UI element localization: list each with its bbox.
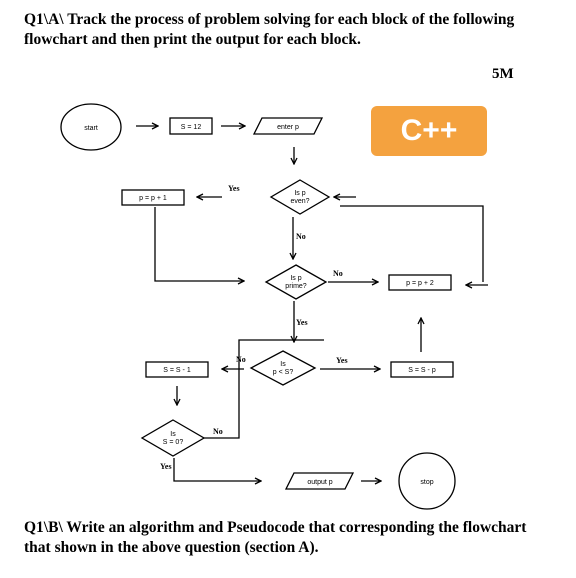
enter-p-io <box>252 117 324 135</box>
output-p-io <box>284 472 355 490</box>
p-plus-2-label: p = p + 2 <box>406 280 434 287</box>
p-even-label-1: Is p <box>294 190 305 197</box>
output-p-label: output p <box>307 479 332 486</box>
marks-label: 5M <box>492 66 514 82</box>
p-prime-label-2: prime? <box>285 283 307 290</box>
question-a-text: Q1\A\ Track the process of problem solvi… <box>24 11 515 48</box>
even-yes-label: Yes <box>228 184 240 193</box>
lts-yes-label: Yes <box>336 356 348 365</box>
s-minus-p-label: S = S - p <box>408 367 436 374</box>
arrow-p1-to-prime <box>154 207 244 281</box>
stop-terminal <box>398 452 456 510</box>
zero-no-label: No <box>213 427 223 436</box>
flow-arrows <box>136 126 488 481</box>
s-minus-1-label: S = S - 1 <box>163 367 191 374</box>
cpp-badge: C++ <box>371 106 487 156</box>
s-minus-1-box <box>145 361 209 378</box>
prime-no-label: No <box>333 269 343 278</box>
s-zero-decision <box>140 419 206 457</box>
arrow-zero-yes <box>173 458 261 481</box>
p-plus-1-label: p = p + 1 <box>139 195 167 202</box>
stop-label: stop <box>420 479 433 486</box>
prime-yes-label: Yes <box>296 318 308 327</box>
p-lt-s-label-2: p < S? <box>273 369 294 376</box>
s-init-label: S = 12 <box>181 124 202 131</box>
p-lt-s-label-1: Is <box>280 361 286 368</box>
p-lt-s-decision <box>249 350 317 386</box>
even-no-label: No <box>296 232 306 241</box>
start-terminal <box>60 103 122 151</box>
s-zero-label-2: S = 0? <box>163 439 184 446</box>
arrow-p2-loop <box>340 205 484 282</box>
p-plus-2-box <box>388 274 452 291</box>
p-prime-decision <box>264 264 328 300</box>
s-zero-label-1: Is <box>170 431 176 438</box>
zero-yes-label: Yes <box>160 462 172 471</box>
p-plus-1-box <box>121 189 185 206</box>
p-prime-label-1: Is p <box>290 275 301 282</box>
question-b-text: Q1\B\ Write an algorithm and Pseudocode … <box>24 519 527 556</box>
arrow-zero-no <box>204 339 324 439</box>
start-label: start <box>84 125 98 132</box>
s-init-box <box>169 117 213 135</box>
lts-no-label: No <box>236 355 246 364</box>
p-even-label-2: even? <box>290 198 309 205</box>
p-even-decision <box>269 179 331 215</box>
enter-p-label: enter p <box>277 124 299 131</box>
s-minus-p-box <box>390 361 454 378</box>
